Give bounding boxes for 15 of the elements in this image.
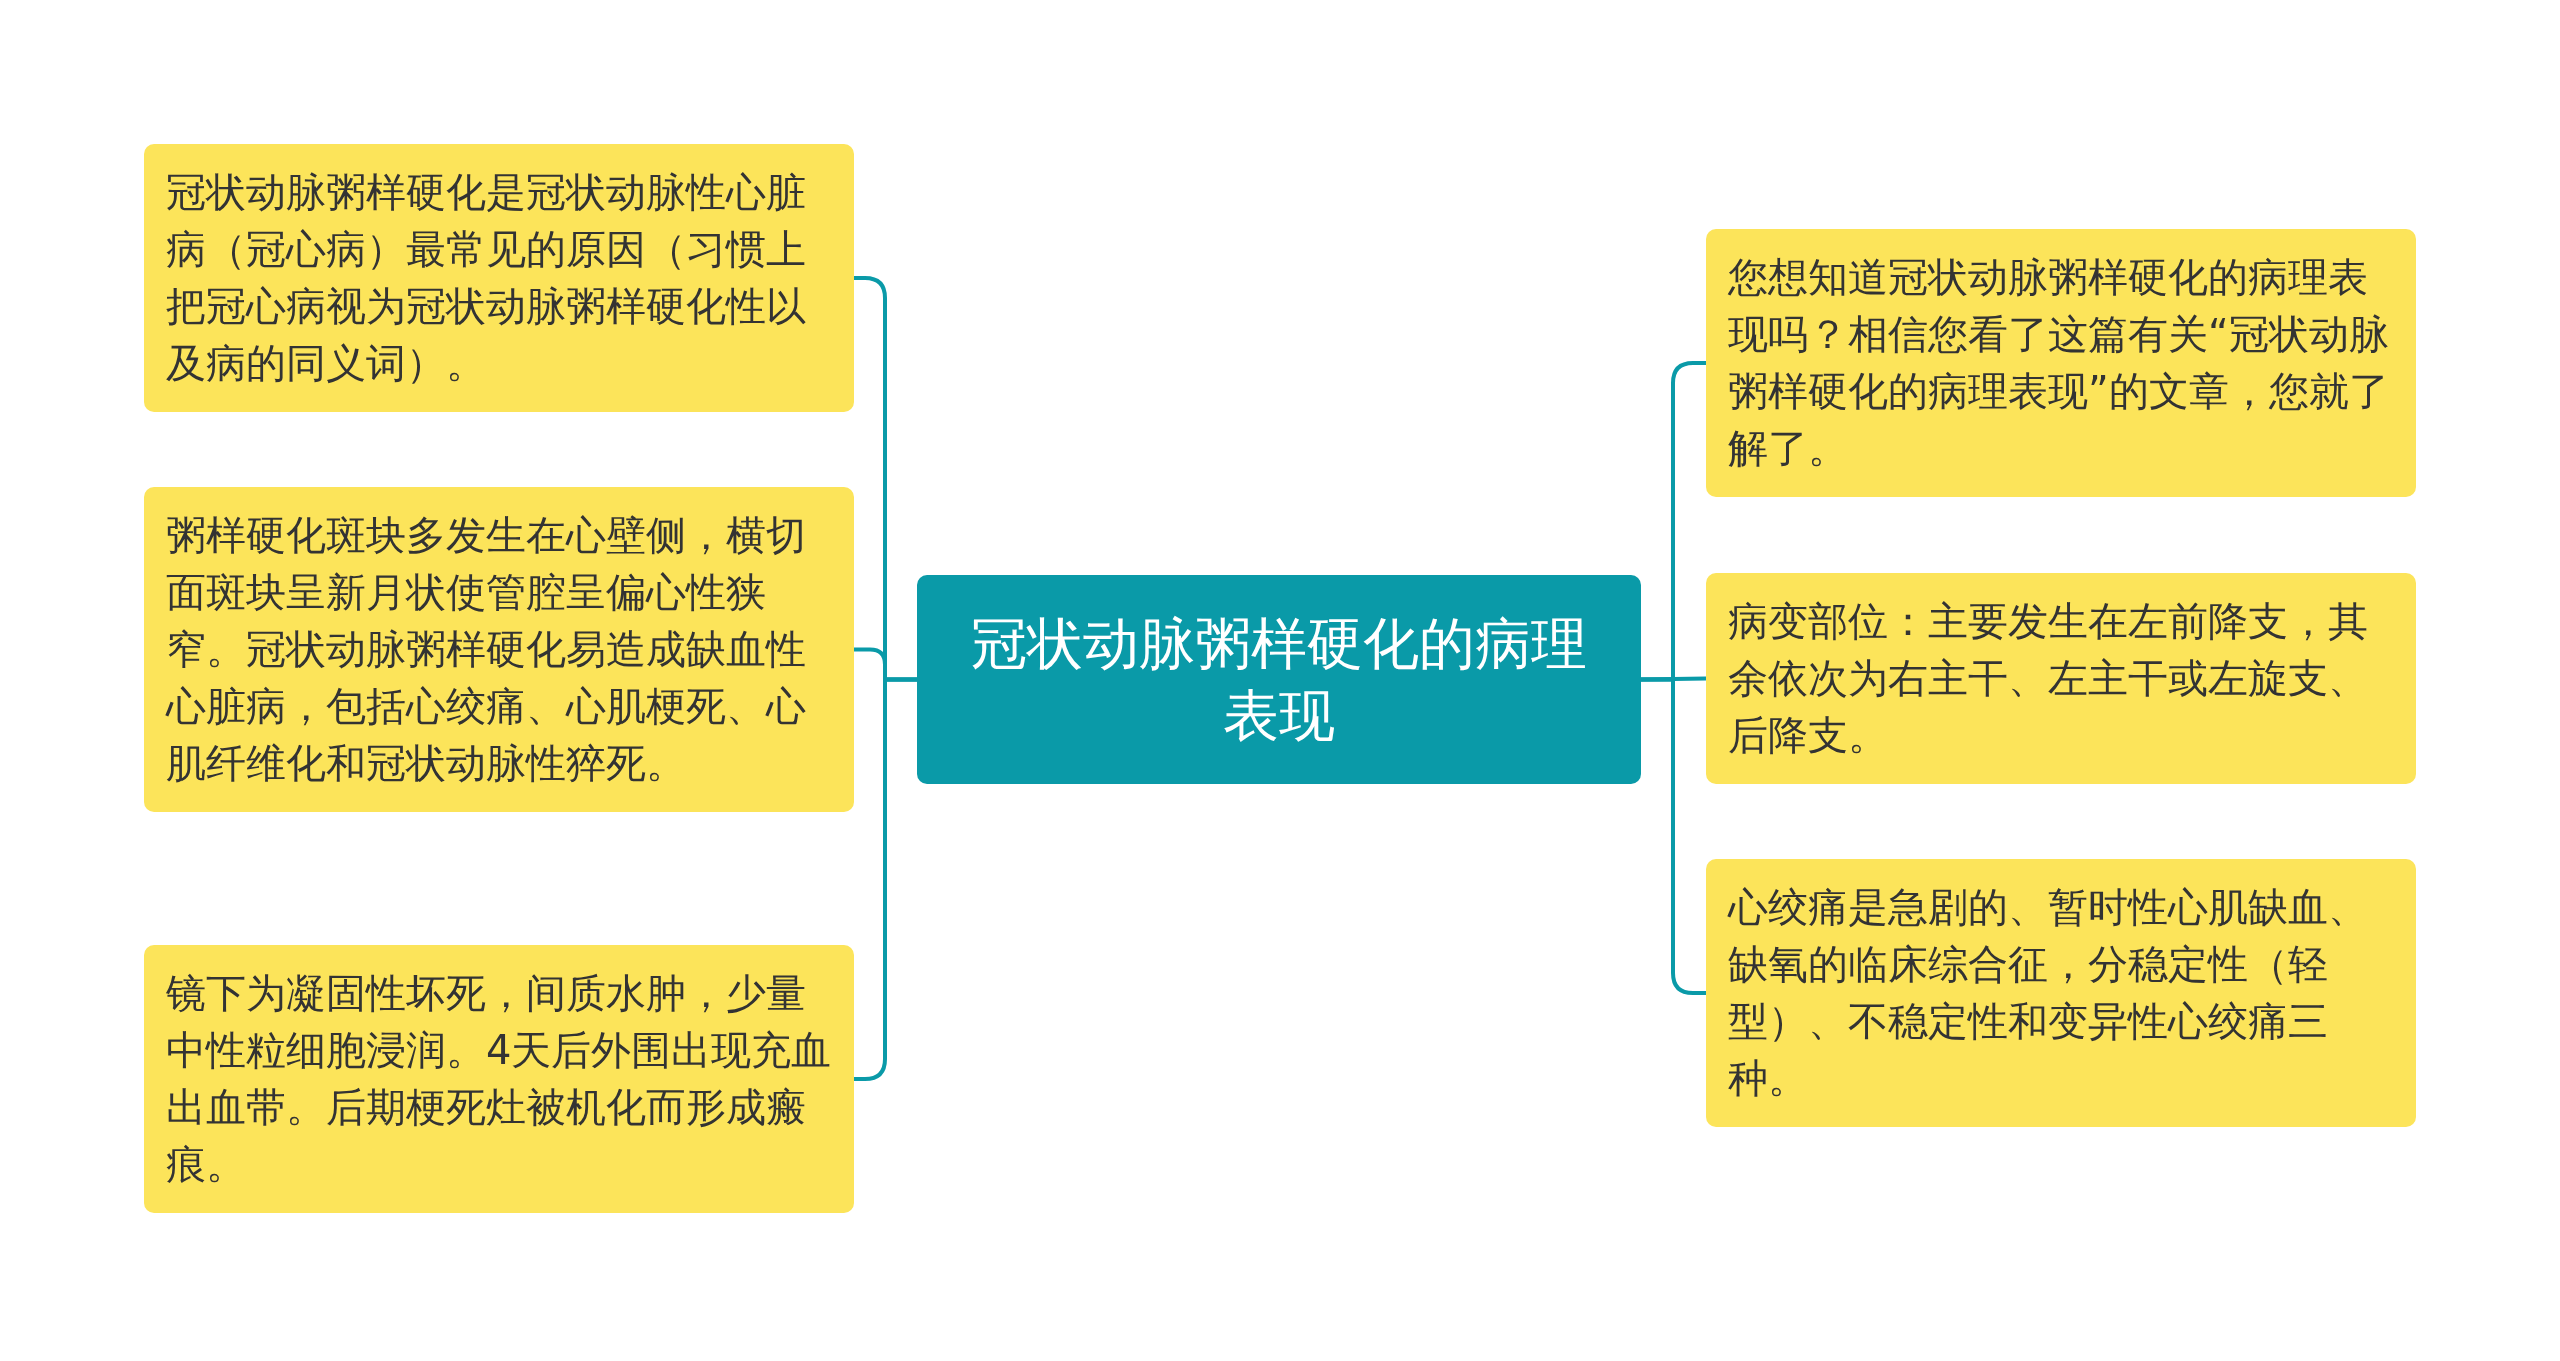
subtopic-box [144, 945, 854, 1213]
subtopic-box [144, 487, 854, 812]
topic-text: 冠状动脉粥样硬化的病理表现 [970, 609, 1588, 750]
topic-text: 冠状动脉粥样硬化是冠状动脉性心脏病（冠心病）最常见的原因（习惯上把冠心病视为冠状动脉粥样硬化性以及病的同义词）。 [166, 169, 806, 386]
topic-text: 粥样硬化斑块多发生在心壁侧，横切面斑块呈新月状使管腔呈偏心性狭窄。冠状动脉粥样硬化易造成缺血性心脏病，包括心绞痛、心肌梗死、心肌纤维化和冠状动脉性猝死。 [166, 512, 806, 786]
subtopic-box [1706, 229, 2416, 497]
connector-line [1640, 676, 1707, 682]
central-topic-box [917, 575, 1641, 784]
subtopic-box [1706, 573, 2416, 784]
topic-text: 您想知道冠状动脉粥样硬化的病理表现吗？相信您看了这篇有关“冠状动脉粥样硬化的病理表现”的文章，您就了解了。 [1728, 254, 2389, 471]
subtopic-box [144, 144, 854, 412]
topic-text: 心绞痛是急剧的、暂时性心肌缺血、缺氧的临床综合征，分稳定性（轻型）、不稳定性和变异性心绞痛三种。 [1728, 884, 2368, 1101]
topic-text: 镜下为凝固性坏死，间质水肿，少量中性粒细胞浸润。4天后外围出现充血出血带。后期梗死灶被机化而形成瘢痕。 [166, 970, 832, 1187]
topic-text: 病变部位：主要发生在左前降支，其余依次为右主干、左主干或左旋支、后降支。 [1728, 598, 2368, 758]
subtopic-box [1706, 859, 2416, 1127]
